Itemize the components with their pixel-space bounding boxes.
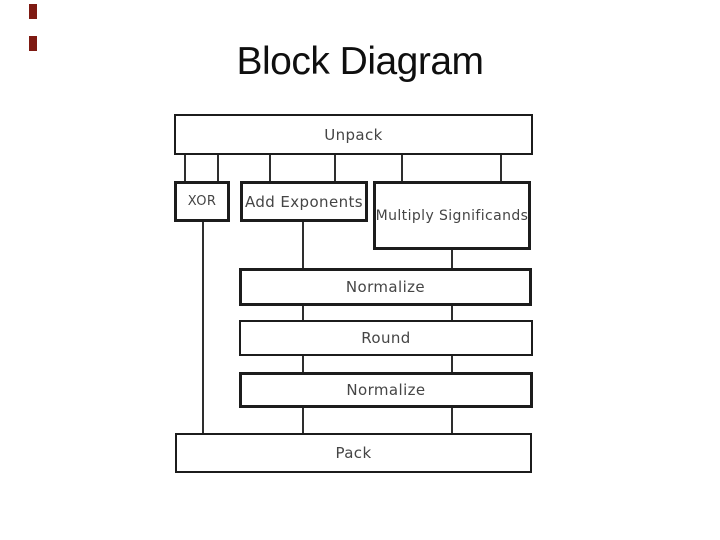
normalize-box-2-label: Normalize (346, 381, 426, 399)
connector-multiply-to-normalize (451, 250, 453, 268)
round-box-label: Round (361, 329, 411, 347)
connector-unpack-to-multiply-left (401, 155, 403, 181)
connector-normalize2-to-pack-left (302, 408, 304, 433)
connector-normalize-to-round-left (302, 306, 304, 320)
slide-accent-mark-bottom (29, 36, 37, 51)
pack-box-label: Pack (335, 444, 372, 462)
connector-xor-to-pack (202, 222, 204, 433)
connector-unpack-to-addexponents-left (269, 155, 271, 181)
connector-unpack-to-multiply-right (500, 155, 502, 181)
connector-normalize-to-round-right (451, 306, 453, 320)
connector-unpack-to-xor-left (184, 155, 186, 181)
connector-round-to-normalize2-right (451, 356, 453, 372)
multiply-significands-box: Multiply Significands (373, 181, 531, 250)
page-title: Block Diagram (236, 40, 484, 83)
connector-round-to-normalize2-left (302, 356, 304, 372)
xor-box: XOR (174, 181, 230, 222)
normalize-box-1-label: Normalize (345, 278, 426, 296)
add-exponents-box: Add Exponents (240, 181, 368, 222)
slide-accent-mark-top (29, 4, 37, 19)
unpack-box-label: Unpack (324, 125, 383, 144)
connector-addexponents-to-normalize (302, 222, 304, 268)
connector-normalize2-to-pack-right (451, 408, 453, 433)
normalize-box-2: Normalize (239, 372, 533, 408)
xor-box-label: XOR (187, 194, 217, 209)
round-box: Round (239, 320, 533, 356)
normalize-box-1: Normalize (239, 268, 532, 306)
multiply-significands-box-label: Multiply Significands (375, 207, 529, 224)
connector-unpack-to-addexponents-right (334, 155, 336, 181)
pack-box: Pack (175, 433, 532, 473)
connector-unpack-to-xor-right (217, 155, 219, 181)
unpack-box: Unpack (174, 114, 533, 155)
add-exponents-box-label: Add Exponents (244, 192, 363, 211)
